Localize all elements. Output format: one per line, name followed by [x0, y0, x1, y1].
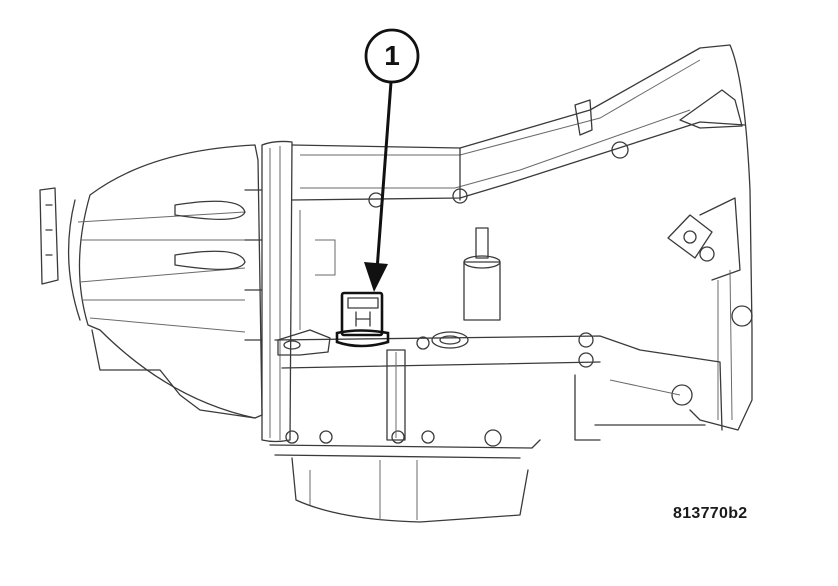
transmission-case	[291, 44, 753, 431]
arrowhead-icon	[364, 262, 388, 292]
case-flange	[244, 140, 293, 443]
oil-pan	[269, 329, 723, 523]
figure-id: 813770b2	[673, 505, 748, 522]
callout-number: 1	[384, 40, 400, 71]
bell-housing	[39, 144, 263, 419]
transmission-sensor-connector	[335, 291, 390, 348]
leader-line	[375, 81, 393, 271]
callout-1	[364, 28, 420, 292]
callout-circle	[364, 28, 420, 84]
